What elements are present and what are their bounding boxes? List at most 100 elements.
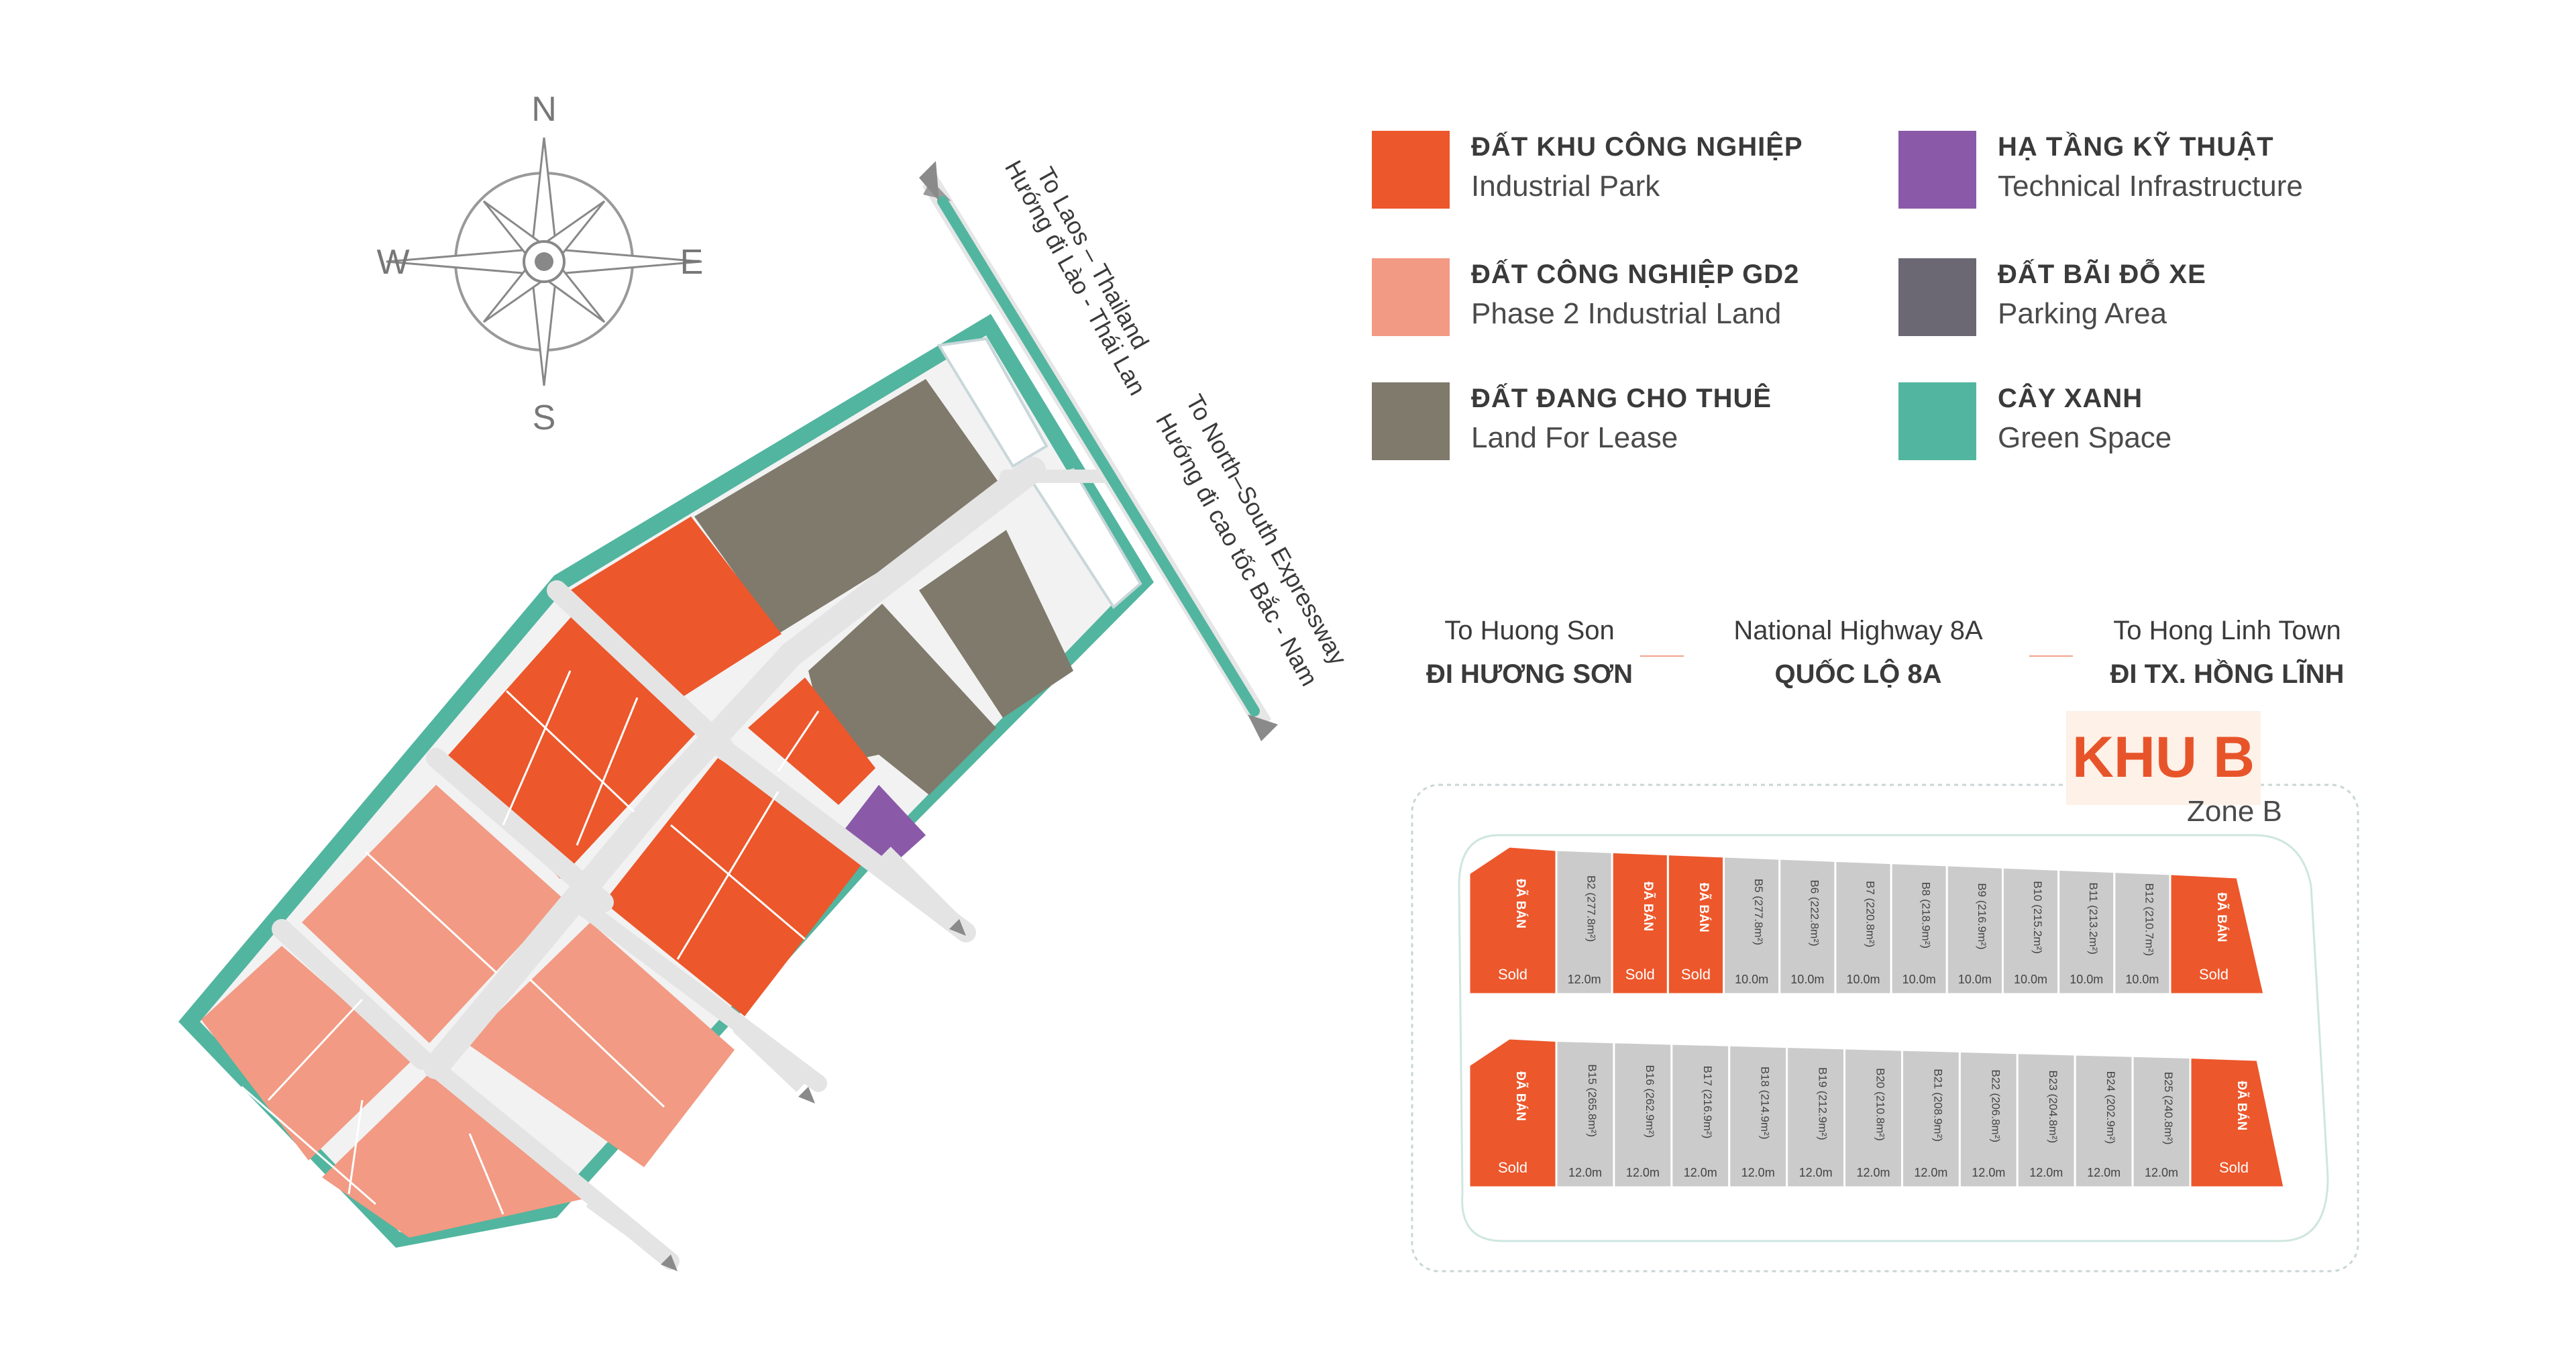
lot-label: B7 (220.8m²) [1864, 881, 1877, 947]
sold-label-vi: ĐÃ BÁN [1641, 881, 1656, 931]
lease-parcel-1 [694, 379, 1006, 634]
industrial-zone-4 [604, 758, 869, 1016]
lot-label: B15 (265.8m²) [1586, 1064, 1599, 1137]
lot-label: B25 (240.8m²) [2162, 1072, 2175, 1145]
highway-right-vi: ĐI TX. HỒNG LĨNH [2110, 659, 2345, 689]
compass-rose: N S E W [376, 90, 703, 437]
lot-width-label: 12.0m [1568, 1166, 1602, 1179]
zone-b-row-1: ĐÃ BÁN Sold B2 (277.8m²) 12.0m ĐÃ BÁN Sold ĐÃ … [1468, 845, 2265, 995]
sold-label-vi: ĐÃ BÁN [1697, 883, 1711, 932]
arrow-icon [919, 161, 939, 201]
lot-width-label: 12.0m [1856, 1166, 1890, 1179]
lot-label: B18 (214.9m²) [1759, 1067, 1772, 1140]
compass-south-label: S [533, 398, 556, 437]
teal-square-icon [1898, 382, 1976, 460]
sold-label-en: Sold [2219, 1159, 2249, 1176]
industrial-zone-1 [570, 517, 782, 704]
lot-width-label: 10.0m [1958, 973, 1992, 986]
lot-label: B9 (216.9m²) [1976, 883, 1988, 949]
north-arrow-icon [531, 137, 557, 250]
lot-width-label: 10.0m [1735, 973, 1768, 986]
lot-label: B19 (212.9m²) [1817, 1067, 1829, 1140]
lot-width-label: 10.0m [1846, 973, 1880, 986]
phase2-zone-3 [201, 946, 413, 1161]
legend-subtitle-technical: Technical Infrastructure [1998, 170, 2303, 203]
south-arrow-icon [531, 274, 557, 386]
sold-label-vi: ĐÃ BÁN [1513, 1071, 1528, 1121]
lot-width-label: 12.0m [2087, 1166, 2121, 1179]
lot-label: B17 (216.9m²) [1701, 1066, 1714, 1139]
salmon-square-icon [1372, 258, 1450, 336]
legend-title-industrial: ĐẤT KHU CÔNG NGHIỆP [1471, 132, 1803, 162]
arrow-icon [661, 1254, 678, 1271]
zone-title: KHU B [2072, 725, 2255, 790]
lot-sold [2189, 1056, 2286, 1189]
dark-gray-square-icon [1898, 258, 1976, 336]
legend-title-phase2: ĐẤT CÔNG NGHIỆP GD2 [1471, 260, 1800, 289]
zone-title-background [2066, 711, 2261, 805]
highway-left-vi: ĐI HƯƠNG SƠN [1426, 659, 1633, 689]
compass-north-label: N [531, 90, 557, 129]
lot-width-label: 12.0m [1741, 1166, 1775, 1179]
lot-width-label: 10.0m [2070, 973, 2103, 986]
lot-label: B21 (208.9m²) [1931, 1069, 1944, 1142]
legend-subtitle-industrial: Industrial Park [1471, 170, 1660, 203]
orange-square-icon [1372, 131, 1450, 209]
lot-width-label: 12.0m [2145, 1166, 2178, 1179]
road-label-laos-vi: Hướng đi Lào - Thái Lan [1000, 156, 1152, 400]
outbound-roads [586, 847, 966, 1271]
zone-b-frame [1411, 784, 2359, 1273]
legend-title-lease: ĐẤT ĐANG CHO THUÊ [1471, 384, 1772, 413]
lot-width-label: 12.0m [1568, 973, 1601, 986]
legend-subtitle-parking: Parking Area [1998, 297, 2167, 330]
lot-sold [2169, 873, 2265, 995]
sold-label-en: Sold [2199, 966, 2229, 983]
lot-width-label: 10.0m [1902, 973, 1936, 986]
lot-label: B22 (206.8m²) [1989, 1069, 2002, 1142]
lot-width-label: 12.0m [1626, 1166, 1660, 1179]
lot-width-label: 10.0m [1790, 973, 1824, 986]
internal-roads [272, 457, 1114, 1270]
legend-subtitle-phase2: Phase 2 Industrial Land [1471, 297, 1782, 330]
arrow-icon [949, 919, 966, 936]
lot-dividers [241, 670, 820, 1215]
zone-subtitle: Zone B [2187, 795, 2282, 828]
lot-width-label: 10.0m [2014, 973, 2047, 986]
lot-width-label: 12.0m [1799, 1166, 1833, 1179]
arrow-icon [1248, 714, 1278, 741]
highway-left-en: To Huong Son [1444, 616, 1615, 645]
parking-area-1 [936, 337, 1049, 468]
highway-center-en: National Highway 8A [1733, 616, 1983, 645]
lot-label: B8 (218.9m²) [1920, 882, 1933, 949]
legend-title-green: CÂY XANH [1998, 384, 2143, 413]
lot-label: B24 (202.9m²) [2104, 1071, 2117, 1144]
technical-infrastructure-parcel [845, 785, 926, 865]
highway-center-vi: QUỐC LỘ 8A [1774, 659, 1942, 689]
legend-title-parking: ĐẤT BÃI ĐỖ XE [1998, 260, 2206, 289]
compass-west-label: W [376, 243, 409, 282]
sold-label-vi: ĐÃ BÁN [1513, 879, 1528, 928]
lot-label: B23 (204.8m²) [2047, 1071, 2059, 1144]
arrow-icon [798, 1087, 815, 1103]
sold-label-en: Sold [1681, 966, 1711, 983]
sold-label-en: Sold [1625, 966, 1655, 983]
legend-subtitle-green: Green Space [1998, 421, 2172, 454]
highway-right-en: To Hong Linh Town [2113, 616, 2341, 645]
lot-label: B10 (215.2m²) [2031, 881, 2044, 954]
lot-label: B6 (222.8m²) [1808, 879, 1821, 946]
lot-label: B11 (213.2m²) [2087, 882, 2100, 954]
lot-width-label: 12.0m [2029, 1166, 2063, 1179]
lot-label: B2 (277.8m²) [1585, 875, 1598, 942]
purple-square-icon [1898, 131, 1976, 209]
phase2-zone-4 [322, 1073, 590, 1238]
legend-subtitle-lease: Land For Lease [1471, 421, 1678, 454]
legend-title-technical: HẠ TẦNG KỸ THUẬT [1998, 132, 2274, 162]
sold-label-en: Sold [1498, 966, 1527, 983]
zone-b-inner-road [1458, 834, 2329, 1242]
brown-square-icon [1372, 382, 1450, 460]
sold-label-vi: ĐÃ BÁN [2214, 893, 2229, 942]
lot-width-label: 12.0m [1972, 1166, 2005, 1179]
